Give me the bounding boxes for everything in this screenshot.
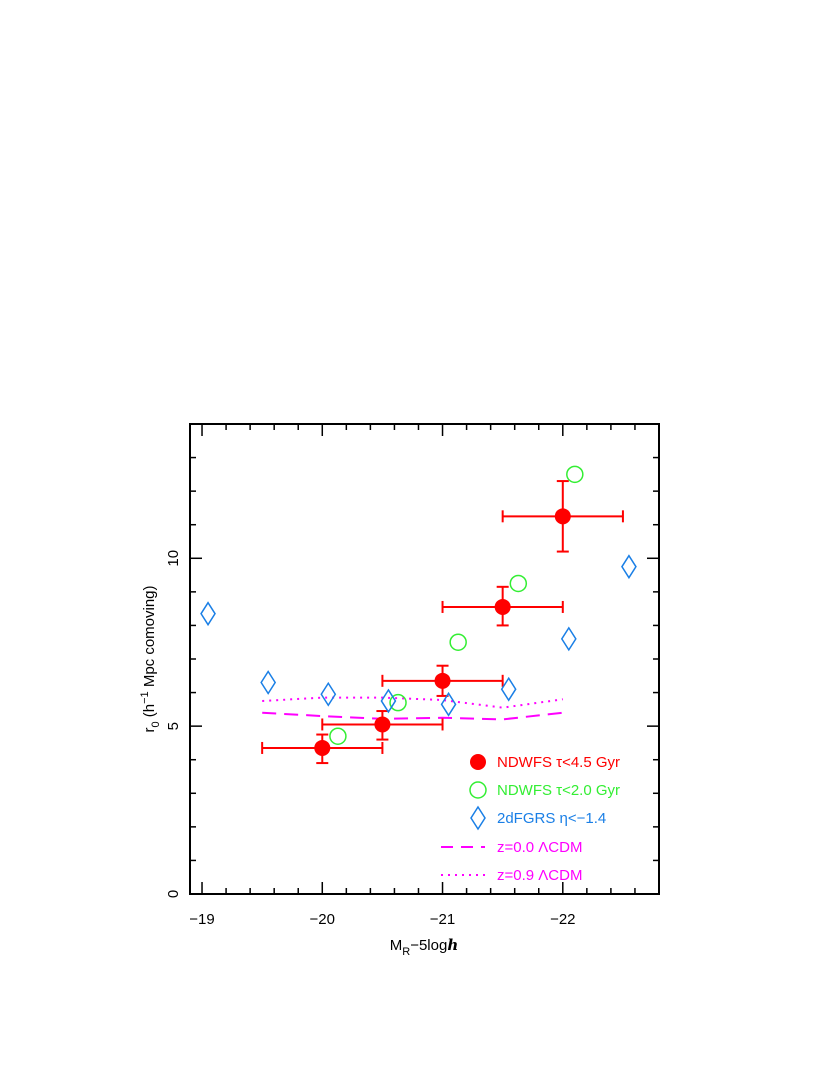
legend-label: NDWFS τ<2.0 Gyr	[497, 782, 620, 799]
chart-axes: −19 −20 −21 −22 0 5 10	[165, 423, 660, 928]
data-point-open-circle	[329, 727, 347, 745]
legend-entry-ndwfs-20: NDWFS τ<2.0 Gyr	[469, 781, 620, 799]
legend-label: z=0.9 ΛCDM	[497, 867, 582, 884]
data-point-diamond	[200, 601, 216, 627]
chart-marks	[200, 465, 637, 765]
series-line-z09	[262, 696, 563, 709]
legend-entry-z09: z=0.9 ΛCDM	[441, 867, 582, 884]
legend-entry-ndwfs-45: NDWFS τ<4.5 Gyr	[470, 754, 620, 771]
legend-label: 2dFGRS η<−1.4	[497, 810, 606, 827]
data-point-open-circle	[566, 465, 584, 484]
data-point-diamond	[621, 554, 637, 580]
data-point-filled	[494, 598, 511, 615]
data-point-filled	[554, 508, 571, 525]
data-point-diamond	[380, 688, 397, 714]
data-point-diamond	[560, 626, 577, 652]
data-point-diamond	[260, 670, 277, 695]
data-point-filled	[314, 739, 331, 756]
data-point-filled	[374, 716, 391, 733]
y-tick-label: 5	[165, 722, 182, 730]
data-point-open-circle	[509, 574, 528, 593]
data-point-diamond	[320, 681, 337, 707]
y-axis-label: r0 (h−1 Mpc comoving)	[139, 585, 162, 732]
y-tick-label: 10	[165, 550, 182, 567]
legend-marker-open-circle	[469, 781, 487, 799]
y-tick-label: 0	[165, 890, 182, 898]
legend-label: z=0.0 ΛCDM	[497, 839, 582, 856]
x-tick-label: −22	[550, 911, 575, 928]
legend-marker-filled-circle	[470, 754, 486, 770]
data-point-diamond	[440, 691, 457, 717]
legend-entry-2dfgrs: 2dFGRS η<−1.4	[470, 805, 606, 831]
data-point-open-circle	[389, 693, 407, 712]
x-tick-label: −19	[189, 911, 214, 928]
axis-ticks	[190, 423, 660, 895]
chart-legend: NDWFS τ<4.5 Gyr NDWFS τ<2.0 Gyr 2dFGRS η…	[441, 754, 620, 884]
data-point-open-circle	[449, 633, 467, 651]
legend-marker-open-diamond	[470, 805, 486, 831]
axis-tick-labels: −19 −20 −21 −22 0 5 10	[165, 550, 576, 928]
data-point-filled	[434, 672, 451, 689]
x-axis-label: MR−5logh	[390, 936, 458, 958]
data-point-diamond	[500, 676, 517, 702]
legend-entry-z00: z=0.0 ΛCDM	[441, 839, 582, 856]
x-tick-label: −21	[430, 911, 455, 928]
legend-label: NDWFS τ<4.5 Gyr	[497, 754, 620, 771]
series-line-z00	[262, 711, 563, 721]
x-tick-label: −20	[310, 911, 335, 928]
